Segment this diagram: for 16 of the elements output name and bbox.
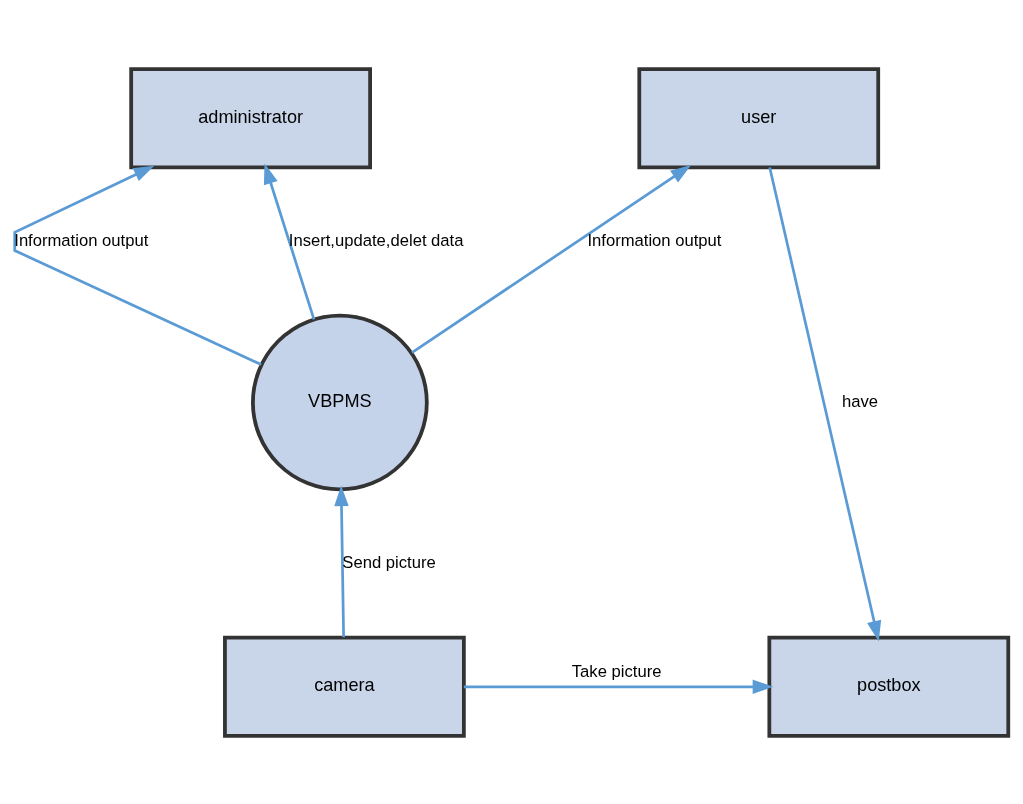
node-box: camera [223,635,466,738]
node-box: administrator [129,66,372,169]
edge-label: Take picture [571,661,662,681]
node-circle: VBPMS [251,313,429,491]
edge-label: Send picture [342,552,436,572]
edge-label: Information output [587,230,722,250]
node-box: postbox [767,635,1011,738]
node-box: user [637,66,881,169]
arrow [768,166,882,641]
edge-label: have [842,391,879,411]
arrow [13,165,262,366]
arrow [263,163,316,320]
arrow [411,164,692,354]
edge-label: Insert,update,delet data [288,230,464,250]
arrow [334,484,349,637]
arrow [463,679,774,694]
